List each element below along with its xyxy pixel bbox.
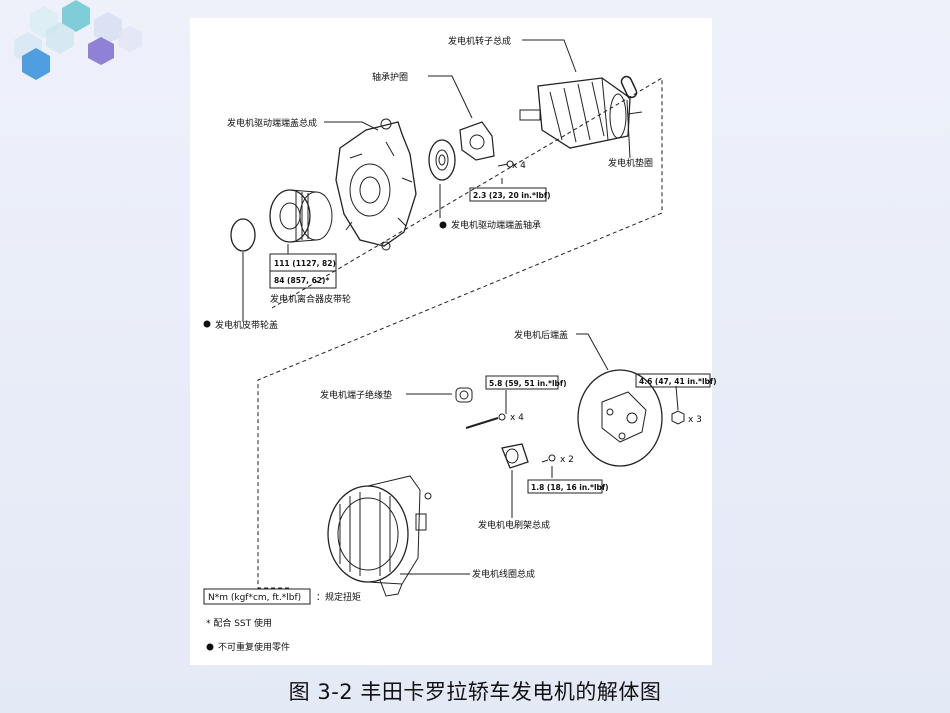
exploded-diagram: 发电机转子总成 轴承护圈 发电机驱动端端盖总成 发电机垫圈 发电机驱动端端盖轴承… bbox=[203, 35, 717, 653]
torque-t2a: 111 (1127, 82) bbox=[274, 259, 336, 268]
screw-icon bbox=[541, 454, 556, 463]
bearing-icon bbox=[428, 139, 456, 181]
bearing-retainer-icon bbox=[459, 121, 495, 161]
label-drive-bearing: 发电机驱动端端盖轴承 bbox=[451, 219, 541, 231]
qty-q4: x 2 bbox=[560, 455, 574, 465]
qty-q2: x 4 bbox=[510, 413, 524, 423]
leader-line bbox=[626, 99, 631, 159]
unit-box bbox=[203, 588, 311, 605]
label-gasket: 发电机垫圈 bbox=[608, 157, 653, 169]
torque-t5: 1.8 (18, 16 in.*lbf) bbox=[531, 483, 609, 492]
nonreusable-bullet-icon bbox=[206, 643, 214, 651]
torque-box-t4 bbox=[635, 373, 711, 388]
pulley-cover-icon bbox=[230, 218, 256, 252]
nonreusable-bullet-icon bbox=[439, 221, 447, 229]
brush-holder-icon bbox=[501, 443, 529, 469]
bolt-icon bbox=[465, 413, 506, 429]
screw-icon bbox=[497, 160, 514, 168]
qty-q1: x 4 bbox=[512, 161, 526, 171]
rear-cover-icon bbox=[577, 369, 663, 467]
rotor-assembly-icon bbox=[519, 77, 643, 149]
qty-q3: x 3 bbox=[688, 415, 702, 425]
label-terminal-insulator: 发电机端子绝缘垫 bbox=[320, 389, 392, 401]
legend-sst: * 配合 SST 使用 bbox=[206, 617, 272, 629]
label-rear-cover: 发电机后端盖 bbox=[514, 329, 568, 341]
leader-line bbox=[576, 333, 609, 371]
leader-line bbox=[428, 75, 473, 119]
drive-frame-icon bbox=[335, 118, 417, 251]
assembly-dashed-line bbox=[257, 77, 663, 589]
label-brush-holder: 发电机电刷架总成 bbox=[478, 519, 550, 531]
leader-line bbox=[675, 385, 679, 411]
torque-box-t3 bbox=[485, 375, 559, 390]
leader-line bbox=[522, 39, 577, 73]
torque-t2b: 84 (857, 62)* bbox=[274, 276, 329, 285]
legend-nonreuse: 不可重复使用零件 bbox=[218, 641, 290, 653]
label-rotor: 发电机转子总成 bbox=[448, 35, 511, 47]
legend-unit-box: N*m (kgf*cm, ft.*lbf) bbox=[208, 593, 301, 603]
torque-box-t5 bbox=[527, 479, 603, 494]
torque-t3: 5.8 (59, 51 in.*lbf) bbox=[489, 379, 567, 388]
torque-box-t1 bbox=[469, 187, 547, 202]
terminal-insulator-icon bbox=[455, 387, 473, 403]
figure-panel: 发电机转子总成 轴承护圈 发电机驱动端端盖总成 发电机垫圈 发电机驱动端端盖轴承… bbox=[190, 18, 717, 665]
torque-t4: 4.6 (47, 41 in.*lbf) bbox=[639, 377, 717, 386]
label-pulley: 发电机离合器皮带轮 bbox=[270, 293, 351, 305]
nonreusable-bullet-icon bbox=[203, 320, 211, 328]
label-pulley-cover: 发电机皮带轮盖 bbox=[215, 319, 278, 331]
hexagon-decoration-icon bbox=[14, 0, 142, 80]
label-coil: 发电机线圈总成 bbox=[472, 568, 535, 580]
gasket-icon bbox=[620, 75, 638, 99]
label-drive-frame: 发电机驱动端端盖总成 bbox=[227, 117, 317, 129]
coil-assembly-icon bbox=[327, 475, 432, 597]
legend-unit-desc: ：规定扭矩 bbox=[316, 591, 361, 603]
figure-caption: 图 3-2 丰田卡罗拉轿车发电机的解体图 bbox=[288, 680, 662, 704]
leader-line bbox=[324, 121, 379, 131]
torque-t1: 2.3 (23, 20 in.*lbf) bbox=[473, 191, 551, 200]
nut-icon bbox=[671, 410, 685, 425]
pulley-icon bbox=[269, 189, 333, 243]
label-bearing-retainer: 轴承护圈 bbox=[372, 71, 408, 83]
